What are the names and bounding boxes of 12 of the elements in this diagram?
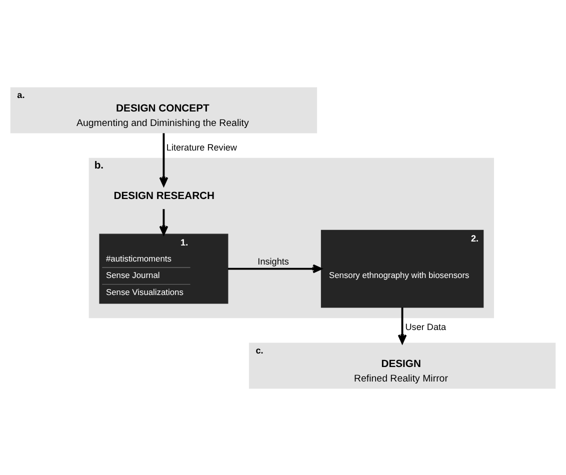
arrow: [398, 307, 407, 344]
node-box: c. DESIGN Refined Reality Mirror: [248, 342, 556, 388]
arrow: [228, 264, 322, 273]
edge-label: Insights: [258, 256, 289, 266]
node-text: DESIGN RESEARCH: [114, 190, 215, 202]
node-box: 1. #autisticmoments Sense Journal Sense Visualizations: [99, 233, 228, 304]
node-box: a. DESIGN CONCEPT Augmenting and Diminishing the Reality: [10, 86, 318, 133]
arrow: [159, 132, 168, 186]
arrow: [159, 208, 168, 235]
node-box: 2. Sensory ethnography with biosensors: [320, 229, 484, 308]
edge-label: Literature Review: [166, 142, 237, 152]
edge-label: User Data: [405, 322, 446, 332]
